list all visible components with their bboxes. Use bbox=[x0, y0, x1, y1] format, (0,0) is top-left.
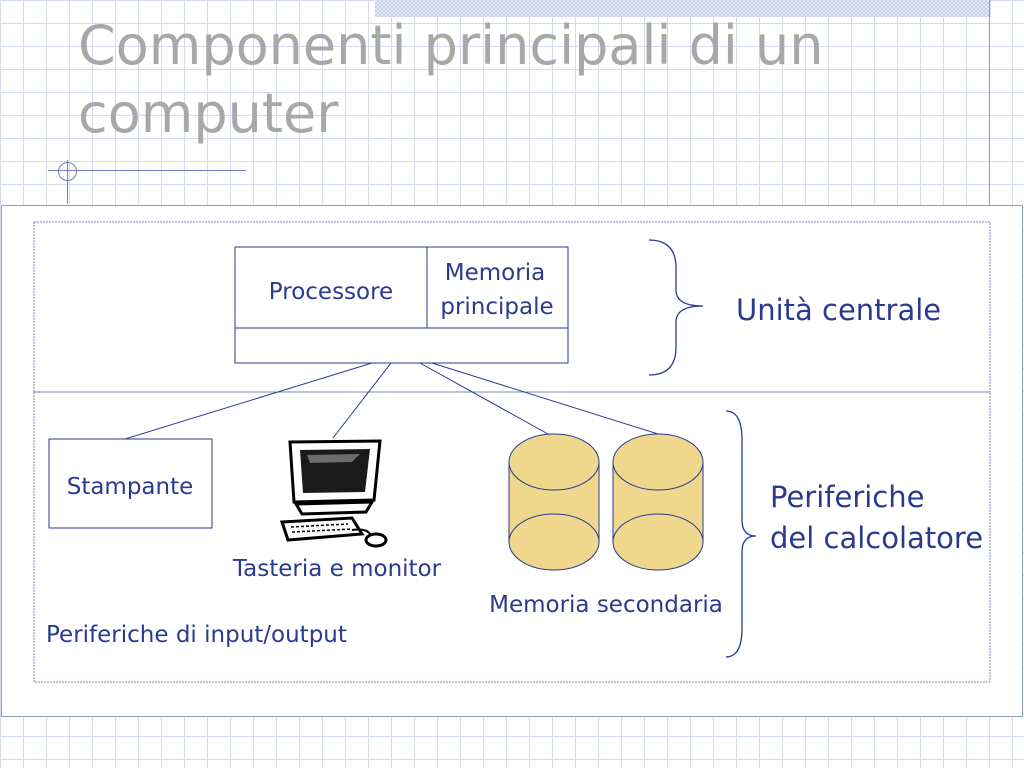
link-to-disk-1 bbox=[419, 362, 549, 435]
disk-1-body bbox=[508, 462, 600, 571]
title-deco-vertical bbox=[67, 160, 68, 204]
peripherals-label-line-2: del calcolatore bbox=[770, 521, 983, 555]
title-underline bbox=[48, 170, 246, 171]
disk-cylinder-2 bbox=[612, 433, 704, 571]
central-unit-frame bbox=[234, 246, 569, 364]
slide-title-line-1: Componenti principali di un bbox=[78, 14, 824, 77]
disk-2-top bbox=[612, 433, 704, 491]
mouse bbox=[364, 532, 388, 548]
central-unit-label: Unità centrale bbox=[736, 293, 941, 327]
keyboard bbox=[279, 516, 365, 542]
printer-box bbox=[48, 438, 213, 529]
keyboard-monitor-label: Tasteria e monitor bbox=[232, 556, 442, 582]
mouse-cable bbox=[351, 528, 371, 535]
header-pattern-band bbox=[375, 0, 991, 17]
link-to-monitor bbox=[332, 362, 392, 439]
disk-2-body bbox=[612, 462, 704, 571]
disk-1-top bbox=[508, 433, 600, 491]
computer-icon bbox=[279, 439, 388, 548]
peripherals-section bbox=[33, 391, 991, 683]
header-right-rule bbox=[989, 0, 990, 205]
screen-glare bbox=[307, 454, 360, 463]
peripherals-label-line-1: Periferiche bbox=[770, 480, 924, 514]
processor-label: Processore bbox=[269, 279, 393, 305]
io-peripherals-label: Periferiche di input/output bbox=[46, 622, 347, 648]
keyboard-keys bbox=[290, 523, 353, 533]
disk-cylinder-1 bbox=[508, 433, 600, 571]
disk-2-ring bbox=[612, 513, 704, 543]
link-to-disk-2 bbox=[431, 362, 659, 435]
central-unit-block: Processore Memoria principale bbox=[234, 246, 569, 364]
main-memory-label-line-2: principale bbox=[440, 294, 553, 320]
link-to-printer bbox=[124, 362, 373, 440]
slide-title: Componenti principali di un computer bbox=[78, 12, 978, 148]
central-unit-brace bbox=[648, 239, 704, 376]
monitor-stand bbox=[293, 500, 375, 516]
peripherals-brace bbox=[725, 410, 757, 658]
main-memory-label-line-1: Memoria bbox=[445, 260, 545, 286]
secondary-memory-label: Memoria secondaria bbox=[489, 592, 723, 618]
printer-label: Stampante bbox=[67, 474, 194, 500]
slide-title-line-2: computer bbox=[78, 82, 339, 145]
connection-lines bbox=[124, 362, 659, 440]
disk-1-ring bbox=[508, 513, 600, 543]
